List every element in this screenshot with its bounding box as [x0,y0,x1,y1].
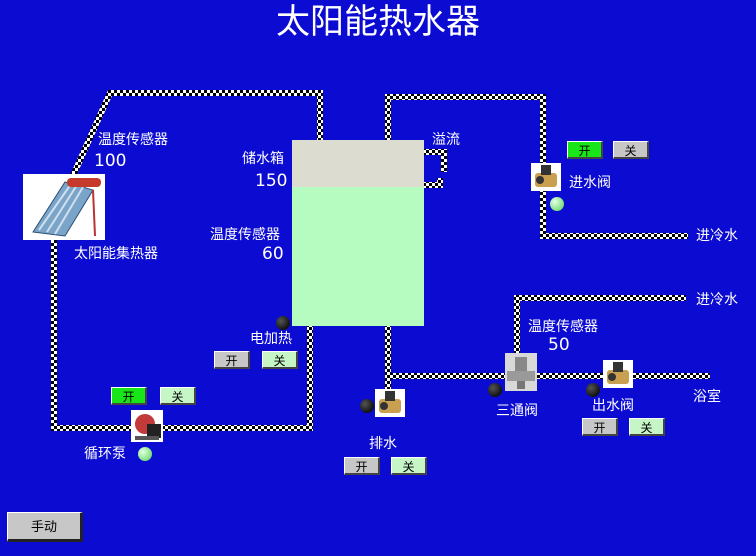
bathroom-label: 浴室 [693,389,721,405]
heater-label: 电加热 [250,331,292,347]
collector-label: 太阳能集热器 [74,246,158,262]
inlet-valve-off-button[interactable]: 关 [613,141,649,159]
circulation-pump-icon [131,410,163,442]
outlet-valve-status-lamp [586,383,600,397]
three-way-label: 三通阀 [496,403,538,419]
pipe-overflow-stub [424,149,447,172]
outlet-solenoid-valve-icon [603,360,633,388]
manual-mode-button[interactable]: 手动 [7,512,83,542]
tank-sensor-label: 温度传感器 [210,227,280,243]
pipe-cold-water-2 [514,295,686,356]
overflow-label: 溢流 [432,132,460,148]
three-way-valve-icon [505,353,537,391]
heater-status-lamp [276,316,290,330]
pump-label: 循环泵 [84,446,126,462]
pipe-inlet [424,178,443,188]
mix-sensor-value: 50 [548,335,570,355]
inlet-solenoid-valve-icon [531,163,561,191]
inlet-valve-status-lamp [550,197,564,211]
outlet-valve-on-button[interactable]: 开 [582,418,618,436]
drain-label: 排水 [369,436,397,452]
pipe-overflow [385,94,688,239]
drain-solenoid-valve-icon [375,389,405,417]
tank-sensor-value: 60 [262,244,284,264]
heater-off-button[interactable]: 关 [262,351,298,369]
cold-water-label-2: 进冷水 [696,292,738,308]
pump-on-button[interactable]: 开 [111,387,147,405]
tank-label: 储水箱 [242,151,284,167]
outlet-valve-off-button[interactable]: 关 [629,418,665,436]
pipe-return-loop [51,236,134,431]
inlet-valve-label: 进水阀 [569,175,611,191]
cold-water-label-1: 进冷水 [696,228,738,244]
drain-on-button[interactable]: 开 [344,457,380,475]
three-way-status-lamp [488,383,502,397]
outlet-valve-label: 出水阀 [592,398,634,414]
pipe-collector-to-tank [69,90,323,180]
pump-status-lamp [138,447,152,461]
inlet-valve-on-button[interactable]: 开 [567,141,603,159]
drain-off-button[interactable]: 关 [391,457,427,475]
mix-sensor-label: 温度传感器 [528,319,598,335]
pump-off-button[interactable]: 关 [160,387,196,405]
drain-status-lamp [360,399,374,413]
heater-on-button[interactable]: 开 [214,351,250,369]
solar-collector-icon [23,174,105,240]
water-tank-air [292,140,424,187]
collector-sensor-value: 100 [94,151,127,171]
tank-level-value: 150 [255,171,288,191]
pipe-pump-to-tank [162,326,313,431]
collector-sensor-label: 温度传感器 [98,132,168,148]
page-title: 太阳能热水器 [276,2,480,42]
